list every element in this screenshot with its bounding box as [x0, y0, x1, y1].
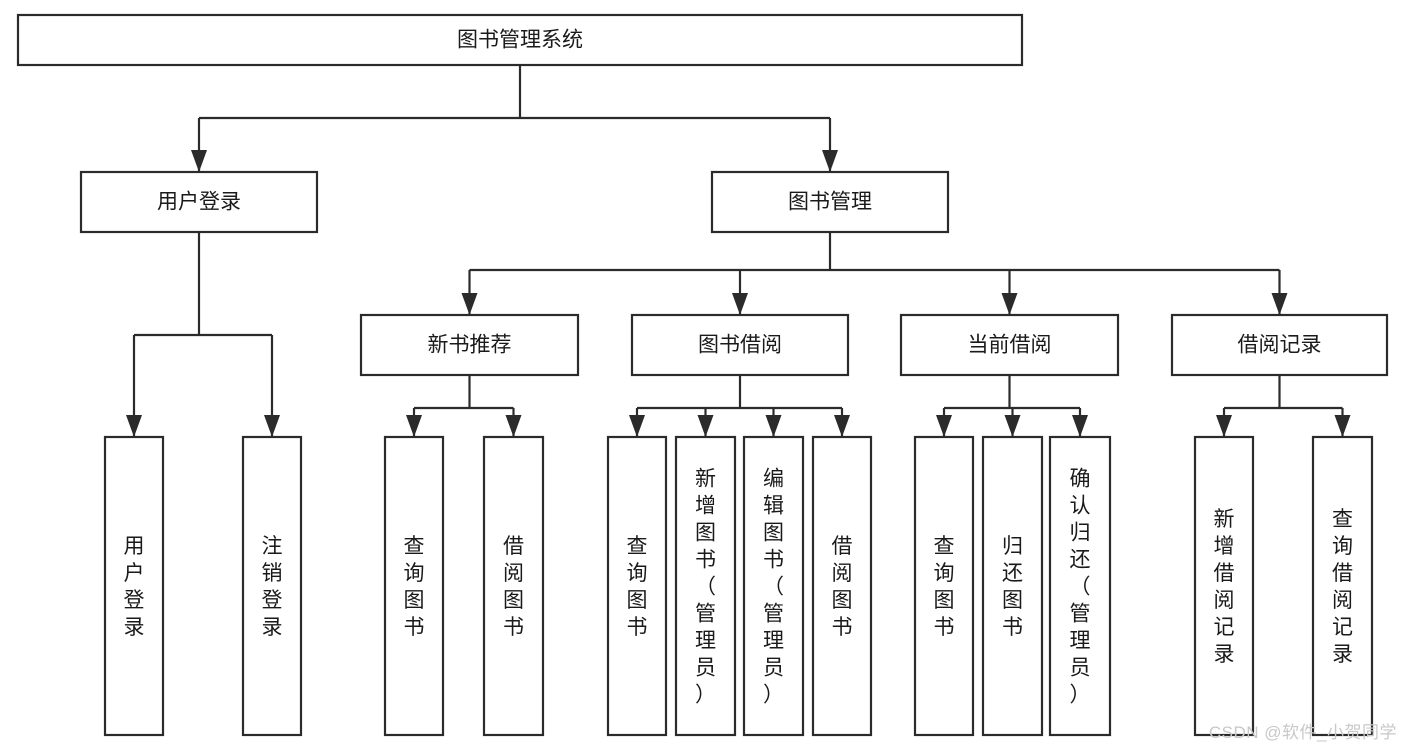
arrow-head-icon [1216, 415, 1232, 437]
node-leaf-cur-return-box[interactable] [981, 435, 1044, 737]
node-new-book-rec-box[interactable] [359, 313, 580, 377]
node-current-borrow-box[interactable] [899, 313, 1120, 377]
node-leaf-user-logout-box[interactable] [241, 435, 303, 737]
node-leaf-borrow-add-box[interactable] [674, 435, 737, 737]
arrow-head-icon [264, 415, 280, 437]
arrow-head-icon [1271, 293, 1288, 315]
connector-layer [126, 65, 1351, 437]
node-leaf-cur-confirm-box[interactable] [1048, 435, 1112, 737]
node-leaf-rec-query-label: 查询图书 [404, 535, 425, 639]
arrow-head-icon [834, 415, 850, 437]
node-leaf-cur-query-box[interactable] [913, 435, 975, 737]
arrow-head-icon [765, 415, 782, 437]
arrow-head-icon [191, 150, 207, 172]
node-leaf-cur-return-label: 归还图书 [1002, 535, 1023, 639]
node-book-manage-label: 图书管理 [788, 191, 872, 214]
node-leaf-rec-borrow-label: 借阅图书 [503, 535, 524, 639]
node-leaf-borrow-add-label: 新增图书（管理员） [695, 468, 716, 707]
node-borrow-record-label: 借阅记录 [1238, 334, 1322, 357]
arrow-head-icon [505, 415, 522, 437]
arrow-head-icon [822, 150, 838, 172]
node-leaf-borrow-edit-label: 编辑图书（管理员） [763, 468, 784, 707]
node-book-manage-box[interactable] [710, 170, 950, 234]
arrow-head-icon [936, 415, 952, 437]
watermark-label: CSDN @软件_小贺同学 [1208, 723, 1397, 742]
node-layer: 图书管理系统用户登录图书管理新书推荐图书借阅当前借阅借阅记录用户登录注销登录查询… [16, 13, 1389, 737]
arrow-head-icon [1334, 415, 1351, 437]
node-leaf-cur-query-label: 查询图书 [934, 535, 955, 639]
arrow-head-icon [1001, 293, 1018, 315]
node-leaf-rec-borrow-box[interactable] [482, 435, 545, 737]
node-leaf-borrow-edit-box[interactable] [742, 435, 805, 737]
arrow-head-icon [1004, 415, 1021, 437]
arrow-head-icon [629, 415, 645, 437]
node-leaf-user-logout-label: 注销登录 [262, 535, 283, 639]
node-leaf-rec-search-label: 查询借阅记录 [1332, 508, 1353, 666]
node-leaf-user-login-label: 用户登录 [124, 535, 145, 639]
node-user-login-label: 用户登录 [157, 191, 241, 214]
root-node-box[interactable] [16, 13, 1024, 67]
node-leaf-borrow-query-box[interactable] [606, 435, 668, 737]
node-book-borrow-box[interactable] [630, 313, 850, 377]
node-leaf-borrow-lend-box[interactable] [811, 435, 873, 737]
node-current-borrow-label: 当前借阅 [968, 334, 1052, 357]
node-new-book-rec-label: 新书推荐 [428, 334, 512, 357]
node-leaf-cur-confirm-label: 确认归还（管理员） [1070, 468, 1091, 707]
node-leaf-rec-search-box[interactable] [1311, 435, 1374, 737]
node-leaf-rec-add-box[interactable] [1193, 435, 1255, 737]
node-leaf-rec-add-label: 新增借阅记录 [1214, 508, 1235, 666]
arrow-head-icon [732, 293, 748, 315]
arrow-head-icon [1072, 415, 1088, 437]
arrow-head-icon [406, 415, 422, 437]
node-user-login-box[interactable] [79, 170, 319, 234]
node-leaf-rec-query-box[interactable] [383, 435, 445, 737]
node-book-borrow-label: 图书借阅 [698, 334, 782, 357]
node-leaf-borrow-query-label: 查询图书 [627, 535, 648, 639]
node-leaf-user-login-box[interactable] [103, 435, 165, 737]
arrow-head-icon [126, 415, 142, 437]
node-leaf-borrow-lend-label: 借阅图书 [832, 535, 853, 639]
root-node-label: 图书管理系统 [457, 29, 583, 52]
arrow-head-icon [461, 293, 478, 315]
arrow-head-icon [697, 415, 714, 437]
node-borrow-record-box[interactable] [1170, 313, 1389, 377]
